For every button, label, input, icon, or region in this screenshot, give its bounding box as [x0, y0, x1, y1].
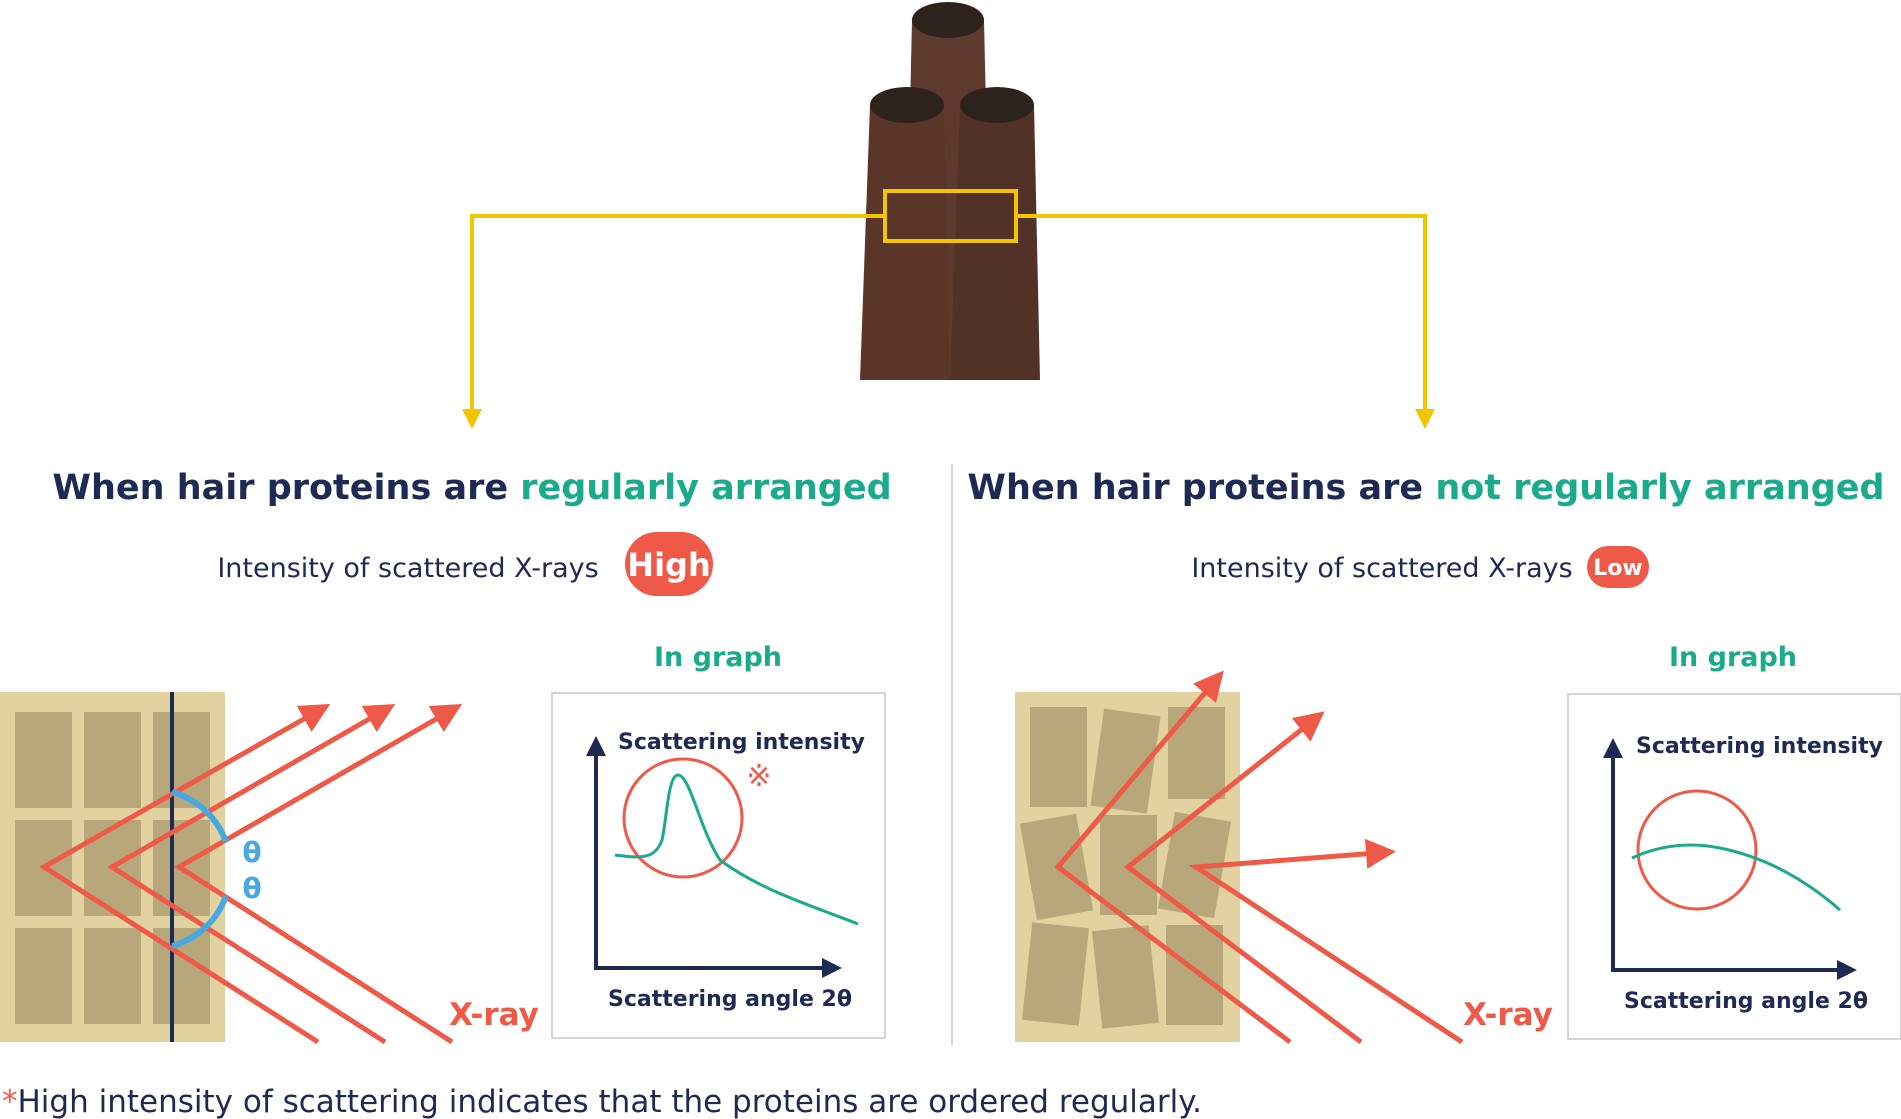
right-graph-label: In graph — [1669, 642, 1797, 673]
xray-ray — [1123, 711, 1363, 1044]
footnote-mark: * — [2, 1084, 18, 1119]
connector-left — [462, 214, 885, 429]
protein-block — [84, 712, 141, 808]
graph-y-axis-label: Scattering intensity — [618, 730, 865, 755]
xray-ray — [39, 704, 331, 1045]
hair-strand-back-top — [912, 2, 984, 38]
left-graph: Scattering intensity Scattering angle 2θ… — [551, 692, 886, 1039]
xray-paths-disordered — [1054, 670, 1464, 1045]
intensity-curve-sharp-peak — [614, 773, 859, 926]
footnote-text: High intensity of scattering indicates t… — [18, 1084, 1203, 1119]
graph-y-axis-label: Scattering intensity — [1636, 734, 1883, 759]
left-panel: When hair proteins are regularly arrange… — [0, 468, 892, 1045]
xray-label-right: X-ray — [1463, 997, 1553, 1033]
peak-highlight-circle — [622, 757, 744, 879]
left-title: When hair proteins are regularly arrange… — [52, 468, 891, 508]
low-badge: Low — [1587, 546, 1649, 588]
theta-arc-bottom — [171, 894, 229, 949]
xray-ray — [174, 704, 463, 1045]
theta-label-top: θ — [242, 836, 261, 869]
protein-block — [1166, 925, 1223, 1025]
left-graph-label: In graph — [654, 642, 782, 673]
right-intensity-label: Intensity of scattered X-rays — [1191, 553, 1572, 584]
peak-highlight-circle — [1636, 789, 1758, 911]
theta-arc-top — [171, 789, 229, 844]
theta-label-bottom: θ — [242, 872, 261, 905]
xray-ray — [107, 704, 396, 1045]
connector-arrows — [462, 214, 1435, 429]
intensity-curve-broad — [1631, 843, 1841, 912]
graph-frame — [1567, 693, 1901, 1040]
xray-ray — [1054, 670, 1292, 1044]
left-intensity-label: Intensity of scattered X-rays — [217, 553, 598, 584]
graph-x-axis-label: Scattering angle 2θ — [608, 987, 852, 1012]
protein-block — [1030, 707, 1087, 807]
xray-ray — [1188, 838, 1464, 1045]
theta-arcs — [171, 789, 229, 949]
protein-block — [15, 928, 72, 1024]
right-panel: When hair proteins are not regularly arr… — [967, 468, 1901, 1045]
connector-right — [1016, 214, 1435, 429]
protein-block — [1090, 708, 1161, 814]
hair-bundle — [860, 2, 1040, 380]
svg-text:High: High — [627, 546, 710, 584]
hair-strand-left-top — [870, 87, 944, 123]
graph-x-axis-label: Scattering angle 2θ — [1624, 989, 1868, 1014]
xray-label-left: X-ray — [449, 997, 539, 1033]
protein-block — [1168, 707, 1225, 799]
xray-paths-ordered — [39, 704, 463, 1045]
right-title: When hair proteins are not regularly arr… — [967, 468, 1884, 508]
protein-block — [84, 928, 141, 1024]
protein-block — [153, 712, 210, 808]
right-graph: Scattering intensity Scattering angle 2θ — [1567, 693, 1901, 1040]
protein-block — [1092, 925, 1159, 1029]
hair-strand-right-top — [960, 87, 1034, 123]
protein-block — [15, 712, 72, 808]
svg-text:Low: Low — [1593, 556, 1642, 581]
reference-mark: ※ — [746, 759, 771, 794]
high-badge: High — [625, 532, 713, 596]
footnote: *High intensity of scattering indicates … — [2, 1084, 1202, 1119]
protein-block — [1022, 922, 1089, 1026]
